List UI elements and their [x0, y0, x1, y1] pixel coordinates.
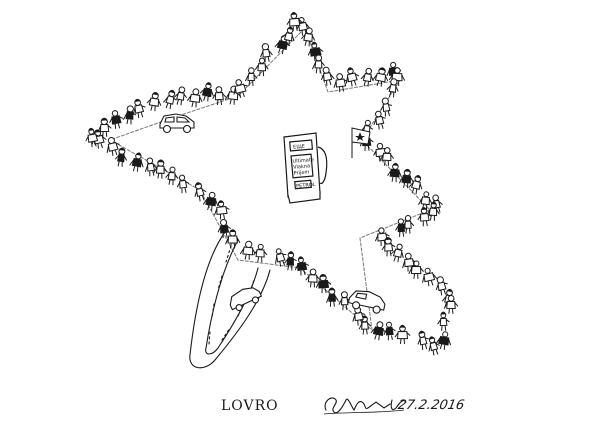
crowd-person	[202, 191, 219, 211]
crowd-person	[312, 54, 325, 74]
crowd-person	[275, 248, 287, 267]
crowd-person	[144, 157, 158, 177]
crowd-person	[165, 166, 179, 186]
crowd-person	[417, 207, 432, 227]
crowd-person	[383, 321, 396, 341]
road-loop	[189, 231, 271, 369]
crowd-person	[399, 168, 414, 189]
crowd-person	[370, 321, 386, 341]
crowd-person	[417, 330, 429, 351]
crowd-person	[97, 117, 112, 138]
crowd-person	[387, 162, 402, 183]
crowd-person	[146, 91, 162, 112]
crowd-person	[401, 215, 415, 234]
car-bottom-right	[347, 290, 386, 314]
crowd-person	[391, 243, 404, 263]
crowd-person	[194, 182, 207, 202]
crowd-person	[386, 78, 399, 98]
crowd-person	[333, 73, 348, 93]
crowd-person	[214, 200, 230, 220]
crowd-person	[321, 66, 335, 86]
crowd-person	[408, 260, 424, 280]
crowd-person	[284, 251, 297, 271]
pump-logo: ЕЩЕ	[293, 144, 305, 151]
crowd-person	[239, 240, 256, 261]
crowd-person	[163, 89, 177, 110]
crowd-person	[225, 85, 241, 105]
crowd-person	[301, 27, 316, 47]
crowd-person	[114, 147, 127, 167]
crowd-person	[109, 110, 124, 130]
petrol-pump: ЕЩЕ Ultimate Vlakna Prijem PETROL	[283, 132, 328, 204]
crowd-person	[307, 41, 324, 62]
crowd-person	[129, 152, 144, 172]
crowd-person	[395, 218, 408, 237]
crowd-person	[373, 110, 386, 130]
crowd-person	[360, 67, 374, 87]
crowd-person	[443, 295, 459, 314]
crowd-person	[212, 86, 227, 106]
pump-petrol-label: PETROL	[296, 182, 316, 190]
artist-name: LOVRO	[221, 398, 279, 414]
crowd-figures	[85, 11, 459, 356]
crowd-person	[123, 105, 137, 125]
crowd-person	[338, 291, 351, 311]
crowd-person	[245, 67, 258, 87]
crowd-person	[133, 98, 146, 119]
crowd-person	[426, 201, 440, 221]
crowd-person	[176, 174, 190, 194]
crowd-person	[106, 136, 120, 157]
crowd-person	[260, 43, 273, 63]
car-road	[229, 287, 263, 312]
crowd-person	[422, 267, 438, 287]
crowd-person	[435, 331, 452, 350]
crowd-person	[253, 243, 268, 263]
crowd-person	[305, 268, 321, 288]
crowd-person	[217, 219, 231, 239]
crowd-person	[418, 191, 433, 210]
crowd-person	[233, 79, 248, 98]
pump-label-line-3: Prijem	[293, 169, 309, 176]
star-flag	[351, 127, 371, 158]
crowd-person	[435, 276, 448, 296]
pump-label-line-2: Vlakna	[293, 163, 310, 170]
crowd-person	[286, 11, 303, 32]
signature-date: 27.2.2016	[396, 398, 466, 413]
crowd-person	[294, 256, 309, 276]
crowd-person	[408, 175, 423, 195]
handwritten-signature	[323, 397, 407, 415]
crowd-person	[187, 88, 203, 108]
crowd-person	[379, 147, 394, 166]
crowd-person	[225, 229, 241, 249]
crowd-person	[394, 324, 411, 345]
crowd-person	[315, 273, 332, 294]
crowd-person	[380, 97, 393, 117]
crowd-person	[372, 67, 389, 87]
pump-label-line-1: Ultimate	[292, 157, 314, 165]
crowd-person	[428, 336, 440, 356]
crowd-person	[153, 159, 168, 179]
car-top-left	[159, 113, 195, 134]
crowd-person	[255, 57, 269, 77]
crowd-person	[437, 311, 450, 331]
crowd-person	[200, 82, 214, 102]
crowd-person	[174, 86, 187, 106]
crowd-person	[85, 127, 100, 148]
crowd-person	[345, 67, 360, 87]
crowd-person	[381, 237, 396, 257]
crowd-person	[389, 67, 405, 87]
crowd-person	[326, 287, 339, 307]
